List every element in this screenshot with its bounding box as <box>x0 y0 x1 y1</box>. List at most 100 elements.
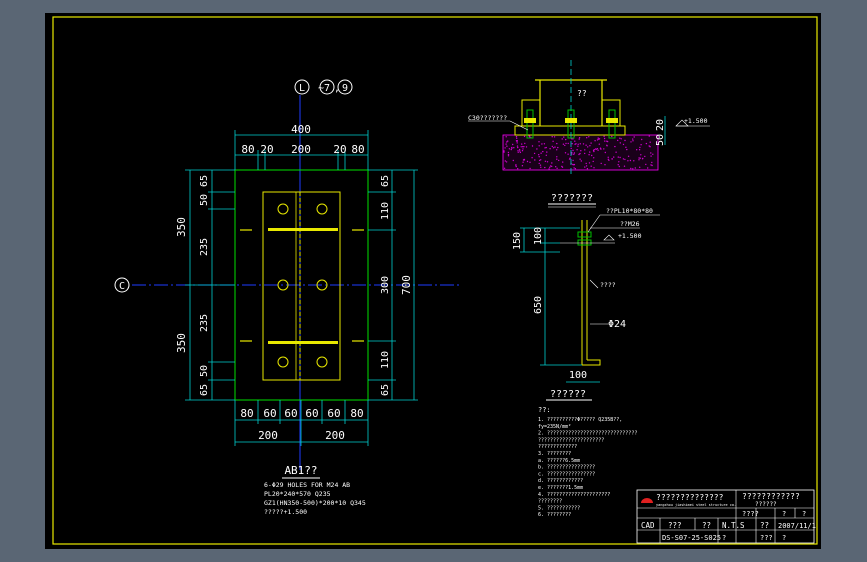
anchor-level-icon <box>603 234 615 241</box>
tb-company: ?????????????? <box>656 493 724 502</box>
hatch-dot <box>593 157 595 159</box>
hatch-dot <box>565 142 567 145</box>
hatch-dot <box>620 138 622 140</box>
dim-left-inner-5: 65 <box>199 384 210 396</box>
hatch-dot <box>585 162 587 165</box>
dim-top-seg-3: 20 <box>333 143 346 156</box>
elevation-member-leader-2 <box>509 120 529 131</box>
grid-bubble-9 <box>337 79 353 95</box>
hatch-dot <box>633 160 635 162</box>
dim-bottom-seg-3: 60 <box>305 407 318 420</box>
hatch-dot <box>632 168 634 170</box>
column-base-elevation: ?? C30??????? 50 20 +1.500 <box>468 60 710 175</box>
tb-drawing-no: DS-S07-25-S025 <box>662 534 721 542</box>
hatch-dot <box>538 162 540 165</box>
hatch-dot <box>549 166 551 168</box>
hatch-dot <box>619 137 621 139</box>
dim-left-inner-1: 50 <box>199 194 210 206</box>
hatch-dot <box>579 152 581 155</box>
hatch-dot <box>556 149 558 151</box>
notes-line: 5. ??????????? <box>538 505 580 511</box>
hatch-dot <box>546 151 548 153</box>
hatch-dot <box>607 158 609 160</box>
hatch-dot <box>505 161 508 163</box>
hatch-dot <box>551 145 553 148</box>
hatch-dot <box>606 145 608 147</box>
hatch-dot <box>594 140 596 142</box>
grid-bubble-7 <box>319 79 335 95</box>
notes-line: 1. ??????????Φ????? Q235B??, <box>538 417 622 423</box>
general-notes: ??: 1. ??????????Φ????? Q235B??, fy=235N… <box>538 406 637 518</box>
hatch-dot <box>506 141 508 143</box>
anchor-dims <box>520 227 600 383</box>
hatch-dot <box>562 161 564 163</box>
hatch-dot <box>571 153 573 155</box>
company-logo-icon <box>641 498 653 503</box>
hatch-dot <box>627 160 629 162</box>
hatch-dot <box>538 141 540 143</box>
notes-line: c. ???????????????? <box>538 471 595 477</box>
dim-left-outer-0: 350 <box>175 217 188 237</box>
hatch-dot <box>525 146 528 148</box>
bolt-hole <box>316 203 328 215</box>
hatch-dot <box>629 159 632 162</box>
anchor-bolt <box>608 109 616 139</box>
tb-project: ???????????? <box>742 492 800 501</box>
anchor-title: ??????? <box>551 193 593 204</box>
hatch-dot <box>604 140 606 142</box>
concrete-pedestal <box>502 134 659 171</box>
hatch-dot <box>603 137 606 140</box>
hatch-dot <box>538 156 540 158</box>
hatch-dot <box>623 165 626 167</box>
tb-r2-1: ? <box>722 534 726 542</box>
dim-bottom-seg-1: 60 <box>263 407 276 420</box>
grid-bubble-left <box>114 277 130 293</box>
hatch-dot <box>504 160 506 162</box>
hatch-dot <box>573 163 576 166</box>
hatch-dot <box>556 167 558 169</box>
title-block: ?????????????? yangzhou jiashimei steel … <box>636 489 816 544</box>
hatch-dot <box>580 150 582 152</box>
dim-left-inner-3: 235 <box>199 314 210 332</box>
hatch-dot <box>553 136 556 138</box>
hatch-dot <box>538 145 540 147</box>
bolt-hole <box>316 279 328 291</box>
hatch-dot <box>551 162 553 164</box>
hatch-dot <box>577 143 579 145</box>
hatch-dot <box>650 164 652 166</box>
hatch-dot <box>572 149 574 152</box>
plan-note: ?????+1.500 <box>264 508 307 516</box>
hatch-dot <box>574 143 576 145</box>
hatch-dot <box>590 165 592 167</box>
title-block-frame <box>636 489 815 544</box>
hatch-dot <box>648 135 650 137</box>
hatch-dot <box>503 150 505 152</box>
tb-company-sub: yangzhou jiashimei steel structure co. <box>656 503 736 507</box>
hatch-dot <box>603 135 605 137</box>
hatch-dot <box>564 152 567 154</box>
hatch-dot <box>587 146 589 148</box>
hatch-dot <box>529 167 531 170</box>
hatch-dot <box>586 137 588 139</box>
hatch-dot <box>573 167 575 169</box>
hatch-dot <box>640 144 642 146</box>
hatch-dot <box>589 145 591 147</box>
hatch-dot <box>604 164 606 166</box>
hatch-dot <box>578 153 580 156</box>
hatch-dot <box>607 156 609 158</box>
hatch-dot <box>545 146 547 149</box>
dim-top-seg-2: 200 <box>291 143 311 156</box>
hatch-dot <box>538 154 540 156</box>
anchor-dim-150: 150 <box>512 232 523 250</box>
tb-header-1: ? <box>782 510 786 518</box>
hatch-dot <box>636 149 638 151</box>
hatch-dot <box>572 163 574 166</box>
notes-line: d. ???????????? <box>538 478 583 484</box>
right-dimensions <box>368 169 418 401</box>
hatch-dot <box>585 165 588 167</box>
hatch-dot <box>617 156 619 158</box>
hatch-dot <box>556 156 558 158</box>
hatch-dot <box>626 148 628 151</box>
